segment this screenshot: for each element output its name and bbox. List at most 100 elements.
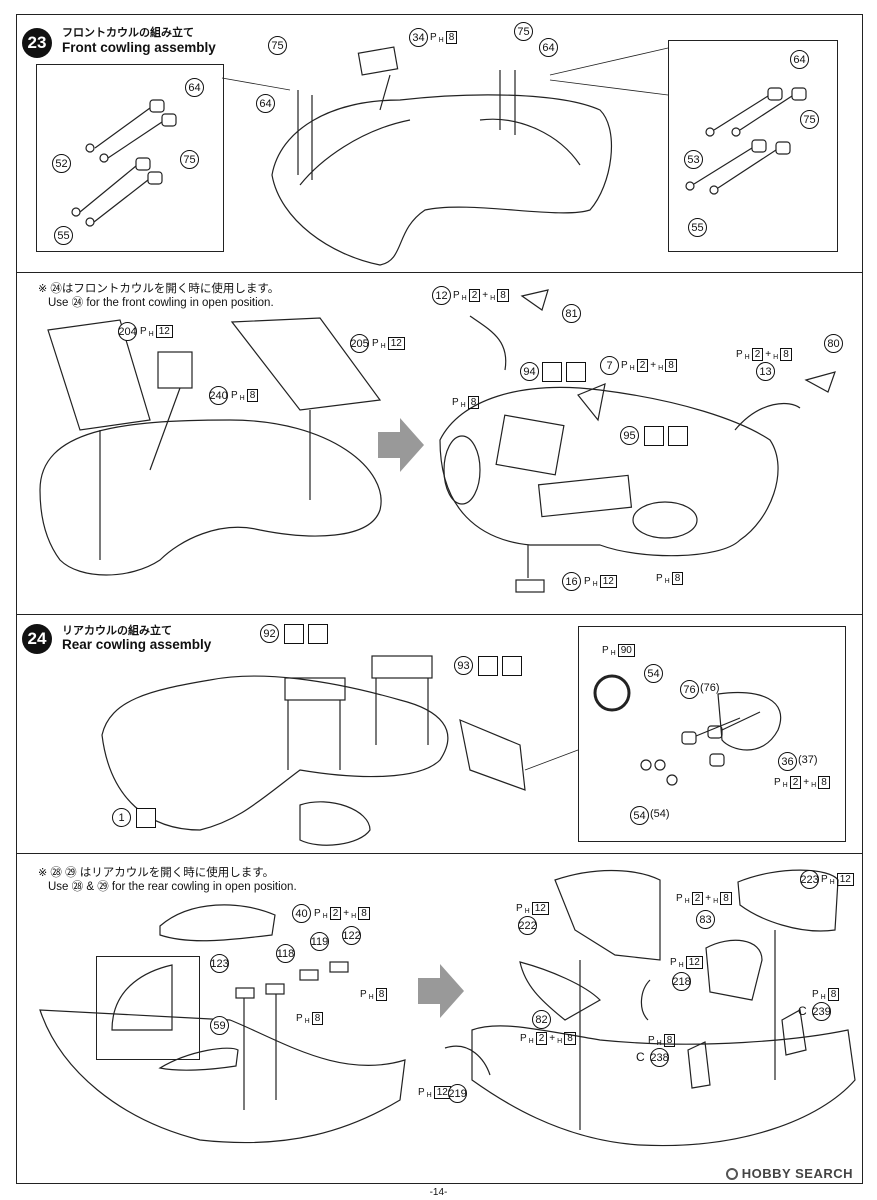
- step-23-title-jp: フロントカウルの組み立て: [62, 27, 194, 39]
- paren-label: (54): [650, 808, 670, 820]
- part-222-shape: [554, 869, 661, 961]
- part-number: 64: [790, 50, 809, 69]
- nipper-icon: [308, 624, 328, 644]
- part-12-shape: [469, 315, 507, 371]
- part-number: 75: [268, 36, 287, 55]
- part-number: 218: [672, 972, 691, 991]
- paren-label: (76): [700, 682, 720, 694]
- part-92-shape: [284, 677, 346, 701]
- step-number-24: 24: [22, 624, 52, 654]
- part-number: 123: [210, 954, 229, 973]
- part-205-shape: [230, 317, 382, 411]
- note-jp: ㉘ ㉙ はリアカウルを開く時に使用します。: [50, 867, 275, 879]
- part-119-shape: [299, 969, 319, 981]
- part-95-shape: [537, 474, 633, 518]
- part-number: 7: [600, 356, 619, 375]
- part-number: 59: [210, 1016, 229, 1035]
- divider-step: [16, 614, 863, 615]
- rear-cowl-outline: [101, 675, 449, 831]
- nipper-icon: [502, 656, 522, 676]
- part-16-shape: [515, 579, 545, 593]
- part-81-shape: [520, 289, 549, 311]
- knife-icon: [478, 656, 498, 676]
- part-number: 1: [112, 808, 131, 827]
- part-number: 55: [688, 218, 707, 237]
- part-number: 83: [696, 910, 715, 929]
- part-240-shape: [157, 351, 193, 389]
- part-number: 55: [54, 226, 73, 245]
- part-number: 16: [562, 572, 581, 591]
- part-number: 82: [532, 1010, 551, 1029]
- note-mark: ※: [38, 283, 48, 295]
- part-number: 239: [812, 1002, 831, 1021]
- part-number: 34: [409, 28, 428, 47]
- part-number: 64: [185, 78, 204, 97]
- part-number: 240: [209, 386, 228, 405]
- part-40-shape: [159, 904, 276, 942]
- part-number: 118: [276, 944, 295, 963]
- part-80-shape: [804, 371, 836, 393]
- part-number: 64: [256, 94, 275, 113]
- part-223-shape: [737, 869, 839, 932]
- part-238-shape: [687, 1041, 711, 1089]
- part-number: 40: [292, 904, 311, 923]
- part-number: 92: [260, 624, 279, 643]
- part-number: 94: [520, 362, 539, 381]
- step-23-note: ※ ㉔はフロントカウルを開く時に使用します。 Use ㉔ for the fro…: [38, 282, 279, 310]
- knife-icon: [566, 362, 586, 382]
- part-number: 75: [180, 150, 199, 169]
- note-jp: ㉔はフロントカウルを開く時に使用します。: [50, 283, 280, 295]
- step-24-note: ※ ㉘ ㉙ はリアカウルを開く時に使用します。 Use ㉘ & ㉙ for th…: [38, 866, 297, 894]
- letter-c: C: [636, 1050, 645, 1064]
- part-number: 53: [684, 150, 703, 169]
- nipper-icon: [668, 426, 688, 446]
- paren-label: (37): [798, 754, 818, 766]
- part-82-shape: [519, 961, 601, 1021]
- part-123-shape: [235, 987, 255, 999]
- part-number: 75: [514, 22, 533, 41]
- page-number: -14-: [429, 1187, 448, 1198]
- rear-exhaust: [459, 719, 526, 791]
- part-number: 205: [350, 334, 369, 353]
- part-number: 219: [448, 1084, 467, 1103]
- part-number: 238: [650, 1048, 669, 1067]
- arrow-right-icon: [378, 418, 424, 472]
- part-number: 52: [52, 154, 71, 173]
- part-number: 54: [644, 664, 663, 683]
- part-204-shape: [47, 319, 151, 431]
- watermark-icon: [725, 1167, 738, 1180]
- nipper-icon: [136, 808, 156, 828]
- nipper-icon: [542, 362, 562, 382]
- part-number: 204: [118, 322, 137, 341]
- inset-right-24: [578, 626, 846, 842]
- step-23-title-en: Front cowling assembly: [62, 40, 216, 55]
- rear-body-right: [471, 1025, 856, 1147]
- part-number: 119: [310, 932, 329, 951]
- knife-icon: [284, 624, 304, 644]
- part-number: 93: [454, 656, 473, 675]
- window-shape: [111, 964, 173, 1031]
- part-93-shape: [371, 655, 433, 679]
- part-118-shape: [265, 983, 285, 995]
- part-number: 75: [800, 110, 819, 129]
- rear-body-left: [39, 1009, 406, 1144]
- part-36-shape: [717, 691, 782, 751]
